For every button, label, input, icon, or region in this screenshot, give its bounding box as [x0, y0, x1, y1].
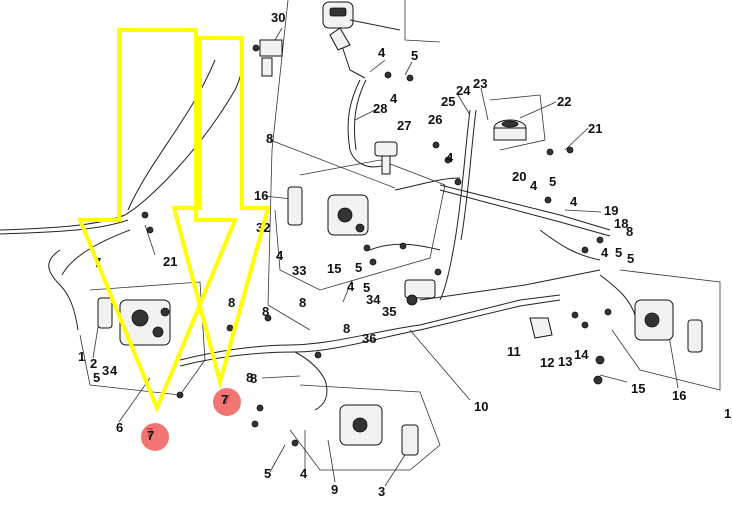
label-18: 18 — [614, 216, 628, 231]
part-labels: 30 4 5 4 28 24 23 22 25 27 26 21 8 4 20 … — [78, 10, 731, 499]
label-7-over-marker: 7 — [221, 392, 228, 407]
assembly-outlines — [79, 0, 721, 471]
label-1: 1 — [78, 349, 85, 364]
label-5: 5 — [549, 174, 556, 189]
label-28: 28 — [373, 101, 387, 116]
red-marker-left — [141, 423, 169, 451]
label-11: 11 — [507, 344, 521, 359]
label-6: 6 — [116, 420, 123, 435]
label-4: 4 — [530, 178, 538, 193]
left-caliper-assembly — [97, 297, 171, 346]
label-8: 8 — [228, 295, 235, 310]
label-4: 4 — [390, 91, 398, 106]
label-19: 19 — [604, 203, 618, 218]
brake-lines — [0, 39, 636, 411]
label-36: 36 — [362, 331, 376, 346]
label-30: 30 — [271, 10, 285, 25]
label-16: 16 — [672, 388, 686, 403]
label-5: 5 — [615, 245, 622, 260]
label-4: 4 — [276, 248, 284, 263]
label-13: 13 — [558, 354, 572, 369]
label-34: 34 — [366, 292, 381, 307]
label-4: 4 — [300, 466, 308, 481]
label-8: 8 — [266, 131, 273, 146]
label-3: 3 — [102, 363, 109, 378]
label-15: 15 — [327, 261, 341, 276]
proportioning-valve-34 — [404, 279, 436, 306]
label-5: 5 — [93, 370, 100, 385]
label-8: 8 — [343, 321, 350, 336]
label-9: 9 — [331, 482, 338, 497]
label-15: 15 — [631, 381, 645, 396]
label-12: 12 — [540, 355, 554, 370]
label-35: 35 — [382, 304, 396, 319]
label-33: 33 — [292, 263, 306, 278]
label-8: 8 — [246, 370, 253, 385]
right-caliper-assembly — [634, 299, 703, 353]
hand-lever-parts — [252, 39, 283, 77]
label-21: 21 — [588, 121, 602, 136]
label-2: 2 — [90, 356, 97, 371]
yellow-down-arrow-left — [77, 28, 238, 414]
bolts — [141, 71, 612, 447]
front-caliper-center — [287, 186, 369, 236]
label-4: 4 — [570, 194, 578, 209]
label-23: 23 — [473, 76, 487, 91]
connector-27 — [374, 141, 398, 175]
label-5: 5 — [264, 466, 271, 481]
bracket-11 — [529, 317, 553, 339]
annotation-arrows — [77, 28, 271, 414]
label-14: 14 — [574, 347, 589, 362]
label-1: 1 — [724, 406, 731, 421]
label-7-over-marker: 7 — [147, 428, 154, 443]
label-4: 4 — [446, 150, 454, 165]
label-22: 22 — [557, 94, 571, 109]
red-marker-right — [213, 388, 241, 416]
rear-caliper-assembly — [339, 404, 419, 456]
label-5: 5 — [627, 251, 634, 266]
label-4: 4 — [378, 45, 386, 60]
label-5: 5 — [363, 280, 370, 295]
label-20: 20 — [512, 169, 526, 184]
label-26: 26 — [428, 112, 442, 127]
label-8: 8 — [262, 304, 269, 319]
label-21: 21 — [163, 254, 177, 269]
leader-lines — [92, 27, 679, 487]
label-8: 8 — [626, 224, 633, 239]
label-3: 3 — [378, 484, 385, 499]
label-16: 16 — [254, 188, 268, 203]
yellow-down-arrow-right — [171, 36, 271, 390]
reservoir-22 — [493, 119, 527, 141]
label-4: 4 — [601, 245, 609, 260]
label-10: 10 — [474, 399, 488, 414]
label-8: 8 — [299, 295, 306, 310]
master-cylinder-top — [322, 1, 401, 51]
marker-labels: 7 7 — [147, 392, 228, 443]
label-5: 5 — [355, 260, 362, 275]
label-4: 4 — [347, 279, 355, 294]
label-24: 24 — [456, 83, 471, 98]
label-27: 27 — [397, 118, 411, 133]
label-25: 25 — [441, 94, 455, 109]
label-4: 4 — [110, 363, 118, 378]
highlight-markers — [141, 388, 241, 451]
label-5: 5 — [411, 48, 418, 63]
label-8: 8 — [250, 371, 257, 386]
